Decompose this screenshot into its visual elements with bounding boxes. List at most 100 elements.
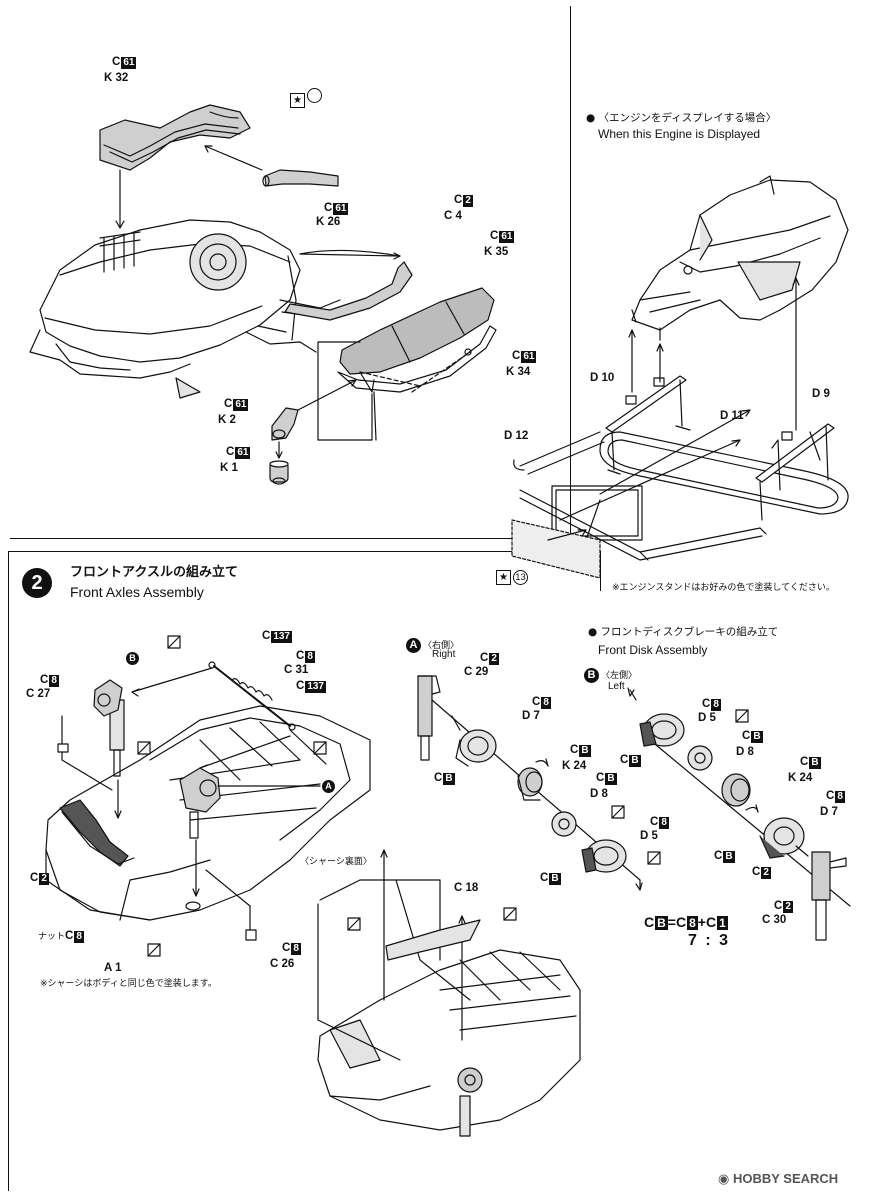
step2-title-en: Front Axles Assembly — [70, 584, 204, 600]
engine-block-drawing — [29, 219, 341, 399]
step2-title-jp: フロントアクスルの組み立て — [70, 565, 238, 580]
label-k32: K 32 — [104, 72, 129, 84]
gasket-c4-drawing — [284, 253, 413, 321]
label-d10: D 10 — [590, 372, 615, 384]
label-d9: D 9 — [812, 388, 830, 400]
label-c4: C 4 — [444, 210, 462, 222]
label-d8-left: D 8 — [736, 746, 754, 758]
stand-note: ※エンジンスタンドはお好みの色で塗装してください。 — [612, 583, 835, 593]
pipe-k1-drawing — [269, 460, 289, 485]
label-c18: C 18 — [454, 882, 479, 894]
chassis-drawing — [45, 705, 371, 921]
engine-panel-frame — [10, 6, 571, 539]
label-d7-left: D 7 — [820, 806, 838, 818]
muffler-k35-drawing — [339, 287, 495, 375]
hobby-search-logo-icon: ◉ — [718, 1171, 733, 1186]
disk-heading-jp: ● フロントディスクブレーキの組み立て — [588, 626, 779, 638]
disk-b-side-en: Left — [608, 681, 625, 692]
label-c27: C 27 — [26, 688, 51, 700]
elbow-k2-drawing — [271, 407, 299, 441]
step2-left-rule — [8, 551, 10, 1191]
stand-bracket-d10 — [605, 375, 691, 475]
watermark: ◉ HOBBY SEARCH — [718, 1171, 839, 1186]
marker-a: A — [322, 780, 335, 793]
disk-b-marker: B〈左側〉 — [584, 668, 637, 683]
disk-a-drawing — [417, 675, 641, 881]
step2-top-rule — [8, 551, 500, 553]
label-k35: K 35 — [484, 246, 509, 258]
stand-heading-en: When this Engine is Displayed — [598, 127, 761, 141]
label-star6: ★ — [290, 88, 322, 108]
label-k34: K 34 — [506, 366, 531, 378]
label-d5-right: D 5 — [640, 830, 658, 842]
label-c31: C 31 — [284, 664, 309, 676]
label-d11: D 11 — [720, 410, 744, 422]
label-k26: K 26 — [316, 216, 341, 228]
label-k2: K 2 — [218, 414, 236, 426]
label-d8-right: D 8 — [590, 788, 608, 800]
label-d7-right: D 7 — [522, 710, 540, 722]
stand-heading-jp: ● 〈エンジンをディスプレイする場合〉 — [586, 112, 777, 124]
label-c30: C 30 — [762, 914, 787, 926]
hub-a-drawing — [179, 767, 321, 839]
marker-b: B — [126, 652, 139, 665]
chassis-underside-label: 〈シャーシ裏面〉 — [300, 857, 372, 867]
muffler-tray-k34-drawing — [337, 325, 497, 393]
label-star13: ★13 — [496, 570, 528, 585]
stand-bracket-d9 — [755, 423, 835, 521]
disk-a-marker: A〈右側〉 — [406, 638, 459, 653]
hose-k26-drawing — [262, 169, 339, 187]
display-engine-drawing — [631, 175, 849, 341]
label-k24-right: K 24 — [562, 760, 587, 772]
intake-manifold-drawing — [99, 104, 251, 171]
strut-b-drawing — [93, 679, 125, 777]
label-k24-left: K 24 — [788, 772, 813, 784]
mix-ratio: 7 : 3 — [688, 932, 731, 949]
label-a1: A 1 — [104, 962, 122, 974]
label-d5-left: D 5 — [698, 712, 716, 724]
step-number: 2 — [22, 568, 52, 598]
chassis-underside-drawing — [317, 949, 581, 1137]
label-d12: D 12 — [504, 430, 529, 442]
chassis-note: ※シャーシはボディと同じ色で塗装します。 — [40, 979, 217, 989]
label-k1: K 1 — [220, 462, 238, 474]
glue-symbol-icons — [137, 635, 749, 957]
label-c29: C 29 — [464, 666, 489, 678]
cross-member-drawing — [59, 799, 135, 867]
disk-b-drawing — [627, 687, 851, 941]
label-c26: C 26 — [270, 958, 295, 970]
star-icon: ★ — [496, 570, 511, 585]
disk-a-side-en: Right — [432, 649, 456, 660]
star-icon: ★ — [290, 93, 305, 108]
